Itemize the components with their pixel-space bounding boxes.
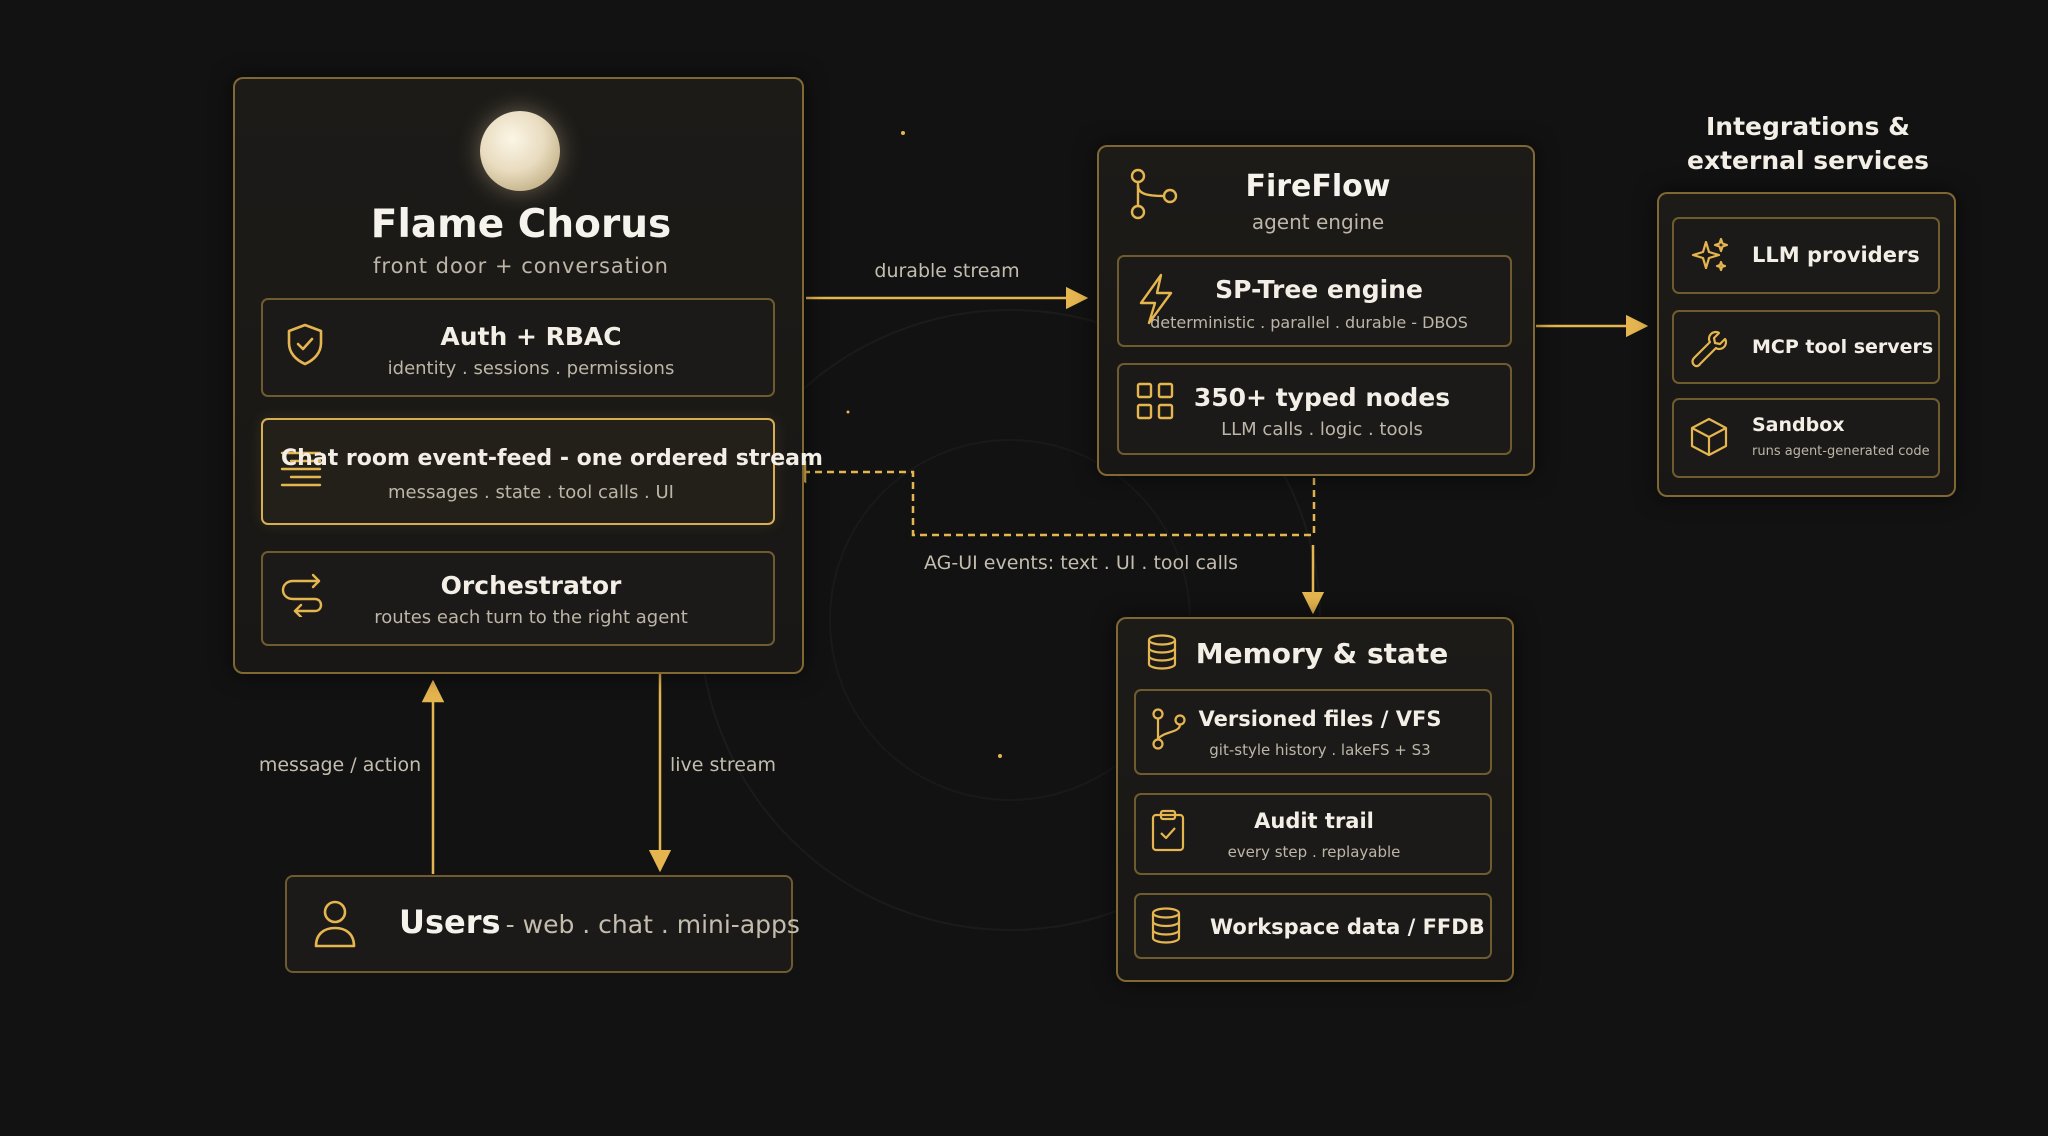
workspace-data-title: Workspace data / FFDB (1210, 915, 1485, 939)
database-icon (1150, 907, 1182, 945)
lightning-icon (1137, 273, 1175, 325)
sandbox-subtitle: runs agent-generated code (1752, 444, 1930, 459)
moon-logo (480, 111, 560, 191)
sandbox-title: Sandbox (1752, 414, 1845, 436)
orchestrator-card: Orchestrator routes each turn to the rig… (261, 551, 775, 646)
sp-tree-title: SP-Tree engine (1215, 275, 1423, 304)
typed-nodes-title: 350+ typed nodes (1193, 383, 1451, 412)
memory-state-title: Memory & state (1195, 637, 1449, 670)
fireflow-subtitle: agent engine (1251, 210, 1385, 234)
event-feed-title: Chat room event-feed - one ordered strea… (281, 446, 823, 471)
ag-ui-events-label: AG-UI events: text . UI . tool calls (923, 552, 1239, 574)
workspace-data-card: Workspace data / FFDB (1134, 893, 1492, 959)
sp-tree-subtitle: deterministic . parallel . durable - DBO… (1150, 313, 1468, 332)
event-feed-subtitle: messages . state . tool calls . UI (388, 482, 674, 503)
audit-trail-subtitle: every step . replayable (1227, 843, 1401, 861)
clipboard-check-icon (1150, 809, 1186, 853)
llm-providers-title: LLM providers (1752, 243, 1920, 267)
lines-icon (277, 444, 325, 492)
users-card: Users - web . chat . mini-apps (285, 875, 800, 973)
versioned-files-subtitle: git-style history . lakeFS + S3 (1209, 741, 1431, 759)
users-heading: Users - web . chat . mini-apps (399, 903, 800, 941)
database-icon (1146, 634, 1178, 670)
chat-room-event-feed-card: Chat room event-feed - one ordered strea… (261, 418, 823, 525)
wrench-icon (1690, 328, 1730, 368)
decor-dot (901, 131, 905, 135)
shield-check-icon (281, 320, 329, 368)
mcp-tool-servers-title: MCP tool servers (1752, 336, 1934, 358)
grid-icon (1135, 381, 1175, 421)
flame-chorus-title: Flame Chorus (370, 202, 672, 247)
user-icon (313, 899, 357, 949)
orchestrator-title: Orchestrator (440, 571, 622, 600)
ag-ui-events-arrow (783, 460, 1316, 537)
versioned-files-title: Versioned files / VFS (1198, 707, 1442, 731)
route-arrows-icon (277, 569, 325, 617)
auth-rbac-subtitle: identity . sessions . permissions (387, 358, 675, 379)
message-action-label: message / action (258, 754, 422, 776)
cube-icon (1688, 416, 1730, 458)
sparkles-icon (1690, 236, 1730, 276)
versioned-files-card: Versioned files / VFS git-style history … (1134, 689, 1492, 775)
decor-dot (998, 754, 1002, 758)
integrations-heading: Integrations & external services (1687, 110, 1929, 178)
integrations-heading-line1: Integrations & (1706, 112, 1910, 141)
audit-trail-card: Audit trail every step . replayable (1134, 793, 1492, 875)
users-subtitle: - web . chat . mini-apps (505, 910, 800, 939)
auth-rbac-card: Auth + RBAC identity . sessions . permis… (261, 298, 775, 397)
durable-stream-label: durable stream (874, 260, 1020, 282)
sandbox-card: Sandbox runs agent-generated code (1672, 398, 1940, 478)
live-stream-label: live stream (669, 754, 777, 776)
fireflow-title: FireFlow (1245, 169, 1391, 204)
decor-dot (846, 410, 850, 414)
users-title: Users (399, 903, 501, 941)
integrations-heading-line2: external services (1687, 146, 1929, 175)
typed-nodes-subtitle: LLM calls . logic . tools (1221, 419, 1423, 440)
sp-tree-engine-card: SP-Tree engine deterministic . parallel … (1117, 255, 1512, 347)
branch-icon (1128, 168, 1178, 220)
audit-trail-title: Audit trail (1254, 809, 1374, 833)
flame-chorus-subtitle: front door + conversation (373, 254, 669, 278)
orchestrator-subtitle: routes each turn to the right agent (374, 607, 688, 628)
git-branch-icon (1150, 707, 1188, 751)
auth-rbac-title: Auth + RBAC (440, 322, 622, 351)
typed-nodes-card: 350+ typed nodes LLM calls . logic . too… (1117, 363, 1512, 455)
llm-providers-card: LLM providers (1672, 217, 1940, 294)
mcp-tool-servers-card: MCP tool servers (1672, 310, 1940, 384)
